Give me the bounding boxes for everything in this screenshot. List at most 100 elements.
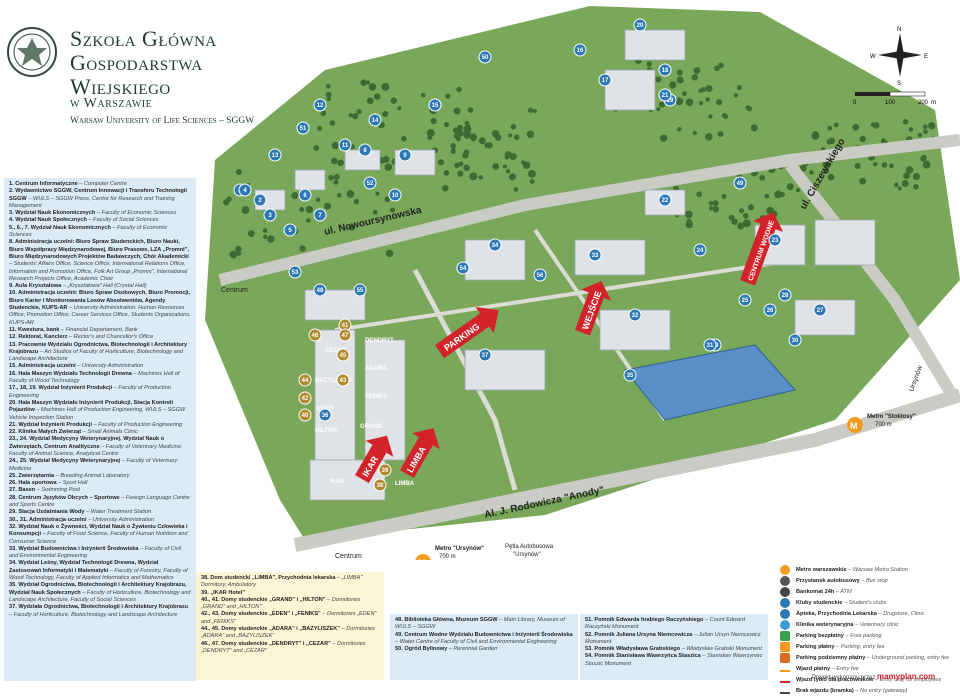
building-marker[interactable] [628,308,642,322]
atm-icon [780,586,790,597]
legend-entry-polish: Ogród Bylinowy [402,646,448,653]
building-marker[interactable] [318,408,332,422]
building-marker[interactable] [398,148,412,162]
campus-map[interactable]: PARKING WEJŚCIE CENTRUM WODNE IKAR LIMBA… [195,0,960,560]
svg-text:M: M [850,421,858,431]
building-marker[interactable] [263,208,277,222]
tree [445,93,451,99]
building-marker[interactable] [623,368,637,382]
building-marker[interactable] [428,98,442,112]
svg-text:100: 100 [885,100,896,106]
building-marker[interactable] [283,223,297,237]
legend-entry-number: 16. [9,370,17,377]
building-marker[interactable] [778,288,792,302]
building-marker-number: 38 [377,483,384,489]
brand-name: mamyplan [877,672,917,681]
building-marker[interactable] [358,143,372,157]
legend-entry: 22. Klinika Małych Zwierząt – Small Anim… [9,429,191,436]
legend-entry-polish: Wydział Medycyny Weterynaryjnej, Wydział… [9,436,165,450]
building-marker[interactable] [296,121,310,135]
legend-entry-english: – Faculty of Economic Sciences [95,210,177,217]
tree [330,157,338,165]
legend-entry-number: 10. [9,290,17,297]
tree [822,160,831,169]
legend-entry-english: – Dormitories „DENDRYT" and „CEZAR" [201,640,366,654]
building-marker[interactable] [763,303,777,317]
building-marker[interactable] [298,188,312,202]
scale-bar: 0 100 200 m [853,91,936,106]
building-marker[interactable] [658,193,672,207]
building-marker[interactable] [478,50,492,64]
tree [462,152,469,159]
building-marker[interactable] [733,176,747,190]
building-marker[interactable] [388,188,402,202]
tree [397,106,402,111]
building-marker[interactable] [813,303,827,317]
building-marker[interactable] [298,391,312,405]
symbol-english: – No entry (gateway) [853,687,908,694]
building-marker[interactable] [253,193,267,207]
svg-text:S: S [897,81,901,87]
building-marker[interactable] [353,283,367,297]
legend-entry-polish: Pomnik Władysława Grabskiego [592,646,681,653]
building-marker[interactable] [313,98,327,112]
building-marker[interactable] [313,208,327,222]
building-marker[interactable] [573,43,587,57]
building-marker[interactable] [378,463,392,477]
building-marker[interactable] [533,268,547,282]
building-marker[interactable] [336,373,350,387]
building-marker[interactable] [598,73,612,87]
legend-entry-english: – Dormitories „ADARA" and „BAZYLISZEK" [201,626,375,640]
tree [893,182,899,188]
building-marker[interactable] [338,328,352,342]
legend-entry: 32. Wydział Nauk o Żywności, Wydział Nau… [9,524,191,546]
tree [742,219,751,228]
tree [897,186,902,191]
building-marker[interactable] [238,183,252,197]
building-marker[interactable] [363,176,377,190]
tree [902,119,909,125]
building-marker[interactable] [658,63,672,77]
tree [384,196,391,203]
building-marker[interactable] [373,478,387,492]
building-marker[interactable] [456,261,470,275]
building-marker[interactable] [703,338,717,352]
building-marker[interactable] [313,283,327,297]
legend-entry-polish: Wydziała Ogrodnictwa, Biotechnologii i A… [16,604,189,611]
legend-entry-number: 2. [9,188,14,195]
tree [828,137,836,145]
building-marker[interactable] [298,408,312,422]
legend-entry-english: – Main Library, Museum of WULS – SGGW [395,617,565,631]
legend-entry: 46., 47. Domy studenckie „DENDRYT" i „CE… [201,641,379,656]
tree [881,138,886,143]
building-marker[interactable] [693,243,707,257]
building-marker[interactable] [308,328,322,342]
building-marker[interactable] [633,18,647,32]
building-marker[interactable] [768,233,782,247]
building-marker[interactable] [738,293,752,307]
legend-entry-polish: Pomnik Juliana Ursyna Niemcewicza [592,631,693,638]
legend-entry-polish: Aula Kryształowa [13,283,62,290]
legend-entry-english: – Computer Centre [77,181,127,187]
tree [320,110,327,117]
building-marker[interactable] [658,88,672,102]
building-marker[interactable] [338,138,352,152]
tree [444,122,450,128]
legend-entry-number: 54. [585,653,593,660]
building-marker[interactable] [368,113,382,127]
building-marker[interactable] [478,348,492,362]
building-marker[interactable] [298,373,312,387]
building-marker-number: 47 [342,333,349,339]
building-marker[interactable] [588,248,602,262]
pharmacy-icon [780,608,790,619]
building-marker-number: 40 [302,413,309,419]
tree [352,113,359,120]
legend-entry: 4. Wydział Nauk Społecznych – Faculty of… [9,217,191,224]
title-line-1: Szkoła Główna [70,26,217,51]
building-marker[interactable] [268,148,282,162]
building-marker[interactable] [288,265,302,279]
legend-entry-number: 44., 45. [201,626,220,633]
building-marker[interactable] [336,348,350,362]
building-marker[interactable] [788,333,802,347]
building-marker[interactable] [488,238,502,252]
